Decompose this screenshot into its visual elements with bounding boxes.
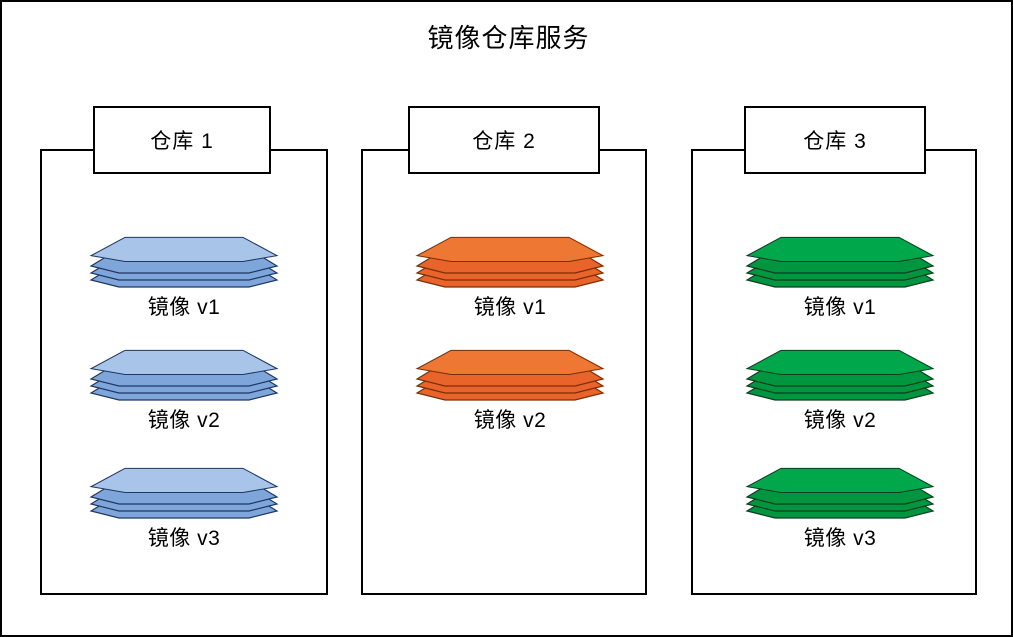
repository-header-label-3: 仓库 3	[803, 130, 867, 153]
image-group-repo3-v1[interactable]: 镜像 v1	[740, 236, 940, 321]
image-group-repo3-v2[interactable]: 镜像 v2	[740, 349, 940, 434]
repository-header-3[interactable]: 仓库 3	[744, 106, 926, 174]
image-label: 镜像 v3	[147, 527, 221, 550]
image-label: 镜像 v2	[147, 409, 221, 432]
image-label: 镜像 v1	[147, 296, 221, 319]
repository-header-1[interactable]: 仓库 1	[93, 106, 271, 174]
image-layer-stack	[745, 236, 935, 290]
image-group-repo2-v2[interactable]: 镜像 v2	[410, 349, 610, 434]
image-layer-stack	[89, 467, 279, 521]
repository-header-label-2: 仓库 2	[472, 130, 536, 153]
image-group-repo1-v1[interactable]: 镜像 v1	[84, 236, 284, 321]
image-layer-top	[89, 465, 279, 501]
image-label: 镜像 v2	[473, 409, 547, 432]
image-label: 镜像 v1	[803, 296, 877, 319]
repository-header-2[interactable]: 仓库 2	[408, 106, 600, 174]
image-label: 镜像 v2	[803, 409, 877, 432]
image-layer-top	[415, 347, 605, 383]
image-layer-top	[745, 347, 935, 383]
image-layer-stack	[415, 236, 605, 290]
image-layer-top	[89, 347, 279, 383]
image-group-repo1-v3[interactable]: 镜像 v3	[84, 467, 284, 552]
image-layer-stack	[745, 349, 935, 403]
image-label: 镜像 v3	[803, 527, 877, 550]
image-label: 镜像 v1	[473, 296, 547, 319]
image-group-repo1-v2[interactable]: 镜像 v2	[84, 349, 284, 434]
image-group-repo2-v1[interactable]: 镜像 v1	[410, 236, 610, 321]
image-layer-top	[745, 465, 935, 501]
repository-header-label-1: 仓库 1	[150, 130, 214, 153]
page-title: 镜像仓库服务	[427, 23, 590, 53]
image-group-repo3-v3[interactable]: 镜像 v3	[740, 467, 940, 552]
image-layer-top	[415, 234, 605, 270]
image-layer-stack	[89, 236, 279, 290]
image-layer-stack	[745, 467, 935, 521]
image-layer-top	[745, 234, 935, 270]
image-layer-stack	[89, 349, 279, 403]
image-layer-stack	[415, 349, 605, 403]
image-layer-top	[89, 234, 279, 270]
